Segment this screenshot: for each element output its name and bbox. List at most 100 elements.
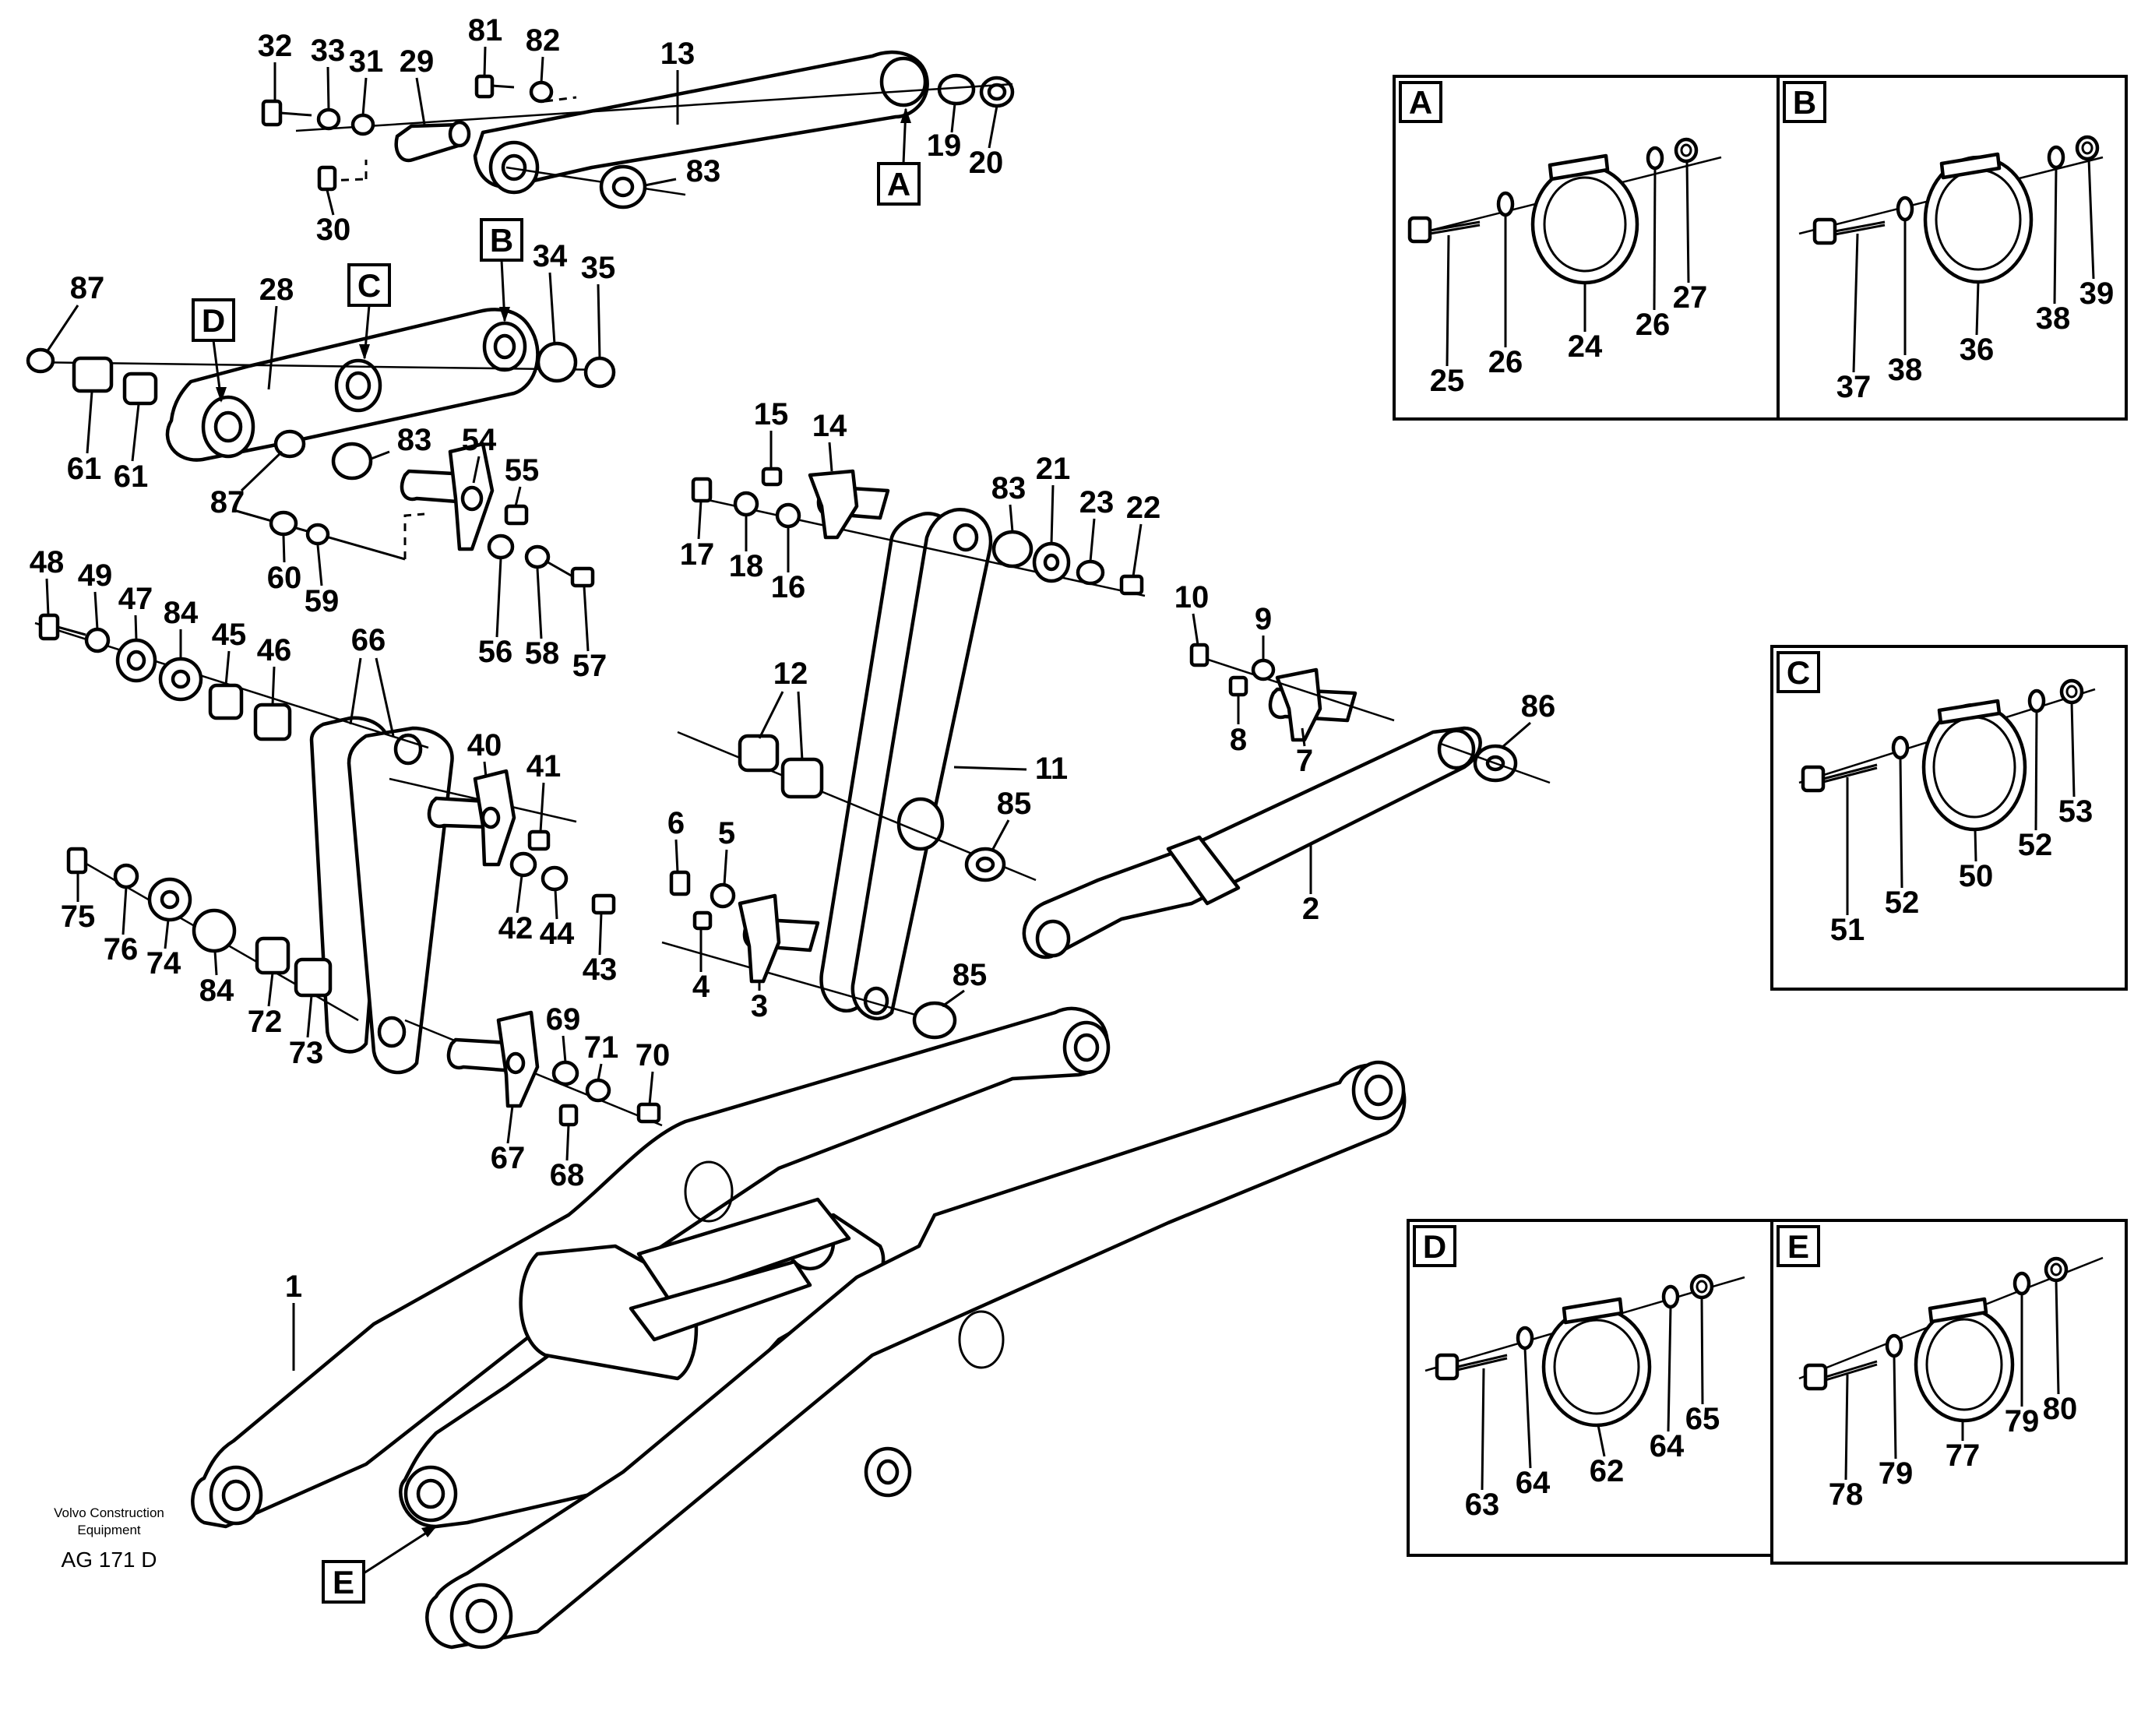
callout-6: 6: [667, 806, 685, 873]
svg-text:38: 38: [2036, 301, 2071, 336]
svg-text:52: 52: [2018, 828, 2053, 862]
svg-text:82: 82: [526, 23, 561, 58]
callout-34: 34: [533, 239, 568, 345]
svg-text:81: 81: [468, 13, 503, 48]
callout-44: 44: [540, 889, 575, 951]
svg-text:73: 73: [289, 1036, 324, 1070]
svg-text:83: 83: [397, 423, 432, 457]
svg-text:79: 79: [1879, 1456, 1914, 1491]
svg-text:78: 78: [1829, 1477, 1864, 1512]
svg-text:64: 64: [1650, 1429, 1685, 1463]
callout-71: 71: [584, 1030, 618, 1081]
svg-text:48: 48: [30, 545, 65, 579]
callout-5: 5: [718, 816, 735, 886]
callout-2: 2: [1302, 843, 1319, 926]
callout-56: 56: [478, 558, 513, 669]
callout-32: 32: [258, 29, 293, 100]
svg-text:5: 5: [718, 816, 735, 850]
svg-text:64: 64: [1516, 1466, 1551, 1500]
svg-text:68: 68: [550, 1158, 585, 1192]
svg-text:13: 13: [660, 37, 695, 71]
callout-85b: 85: [942, 958, 988, 1008]
callout-72: 72: [248, 972, 282, 1039]
svg-text:17: 17: [680, 537, 715, 572]
svg-text:6: 6: [667, 806, 685, 840]
callout-42: 42: [498, 875, 533, 945]
svg-text:36: 36: [1960, 333, 1995, 367]
svg-text:54: 54: [462, 423, 497, 457]
callout-1: 1: [285, 1269, 302, 1371]
callout-45: 45: [212, 618, 246, 686]
callout-31: 31: [349, 44, 383, 116]
svg-text:63: 63: [1465, 1488, 1500, 1522]
callout-69: 69: [546, 1002, 581, 1063]
svg-text:11: 11: [1035, 752, 1068, 786]
callout-15: 15: [754, 397, 788, 469]
svg-text:1: 1: [285, 1269, 302, 1304]
svg-text:20: 20: [969, 146, 1004, 180]
svg-text:2: 2: [1302, 892, 1319, 926]
detail-panel-c: C 51 52 50 52 53: [1770, 645, 2128, 991]
detail-panel-e: E 78 79 77 79 80: [1770, 1219, 2128, 1565]
detail-tag-b: B: [480, 218, 523, 322]
callout-41: 41: [526, 749, 562, 833]
callout-81: 81: [468, 13, 503, 77]
svg-text:83: 83: [991, 471, 1027, 505]
callout-23: 23: [1079, 485, 1115, 562]
callout-86: 86: [1501, 689, 1556, 749]
svg-text:69: 69: [546, 1002, 581, 1037]
callout-46: 46: [257, 633, 291, 706]
svg-text:76: 76: [104, 932, 139, 967]
svg-text:28: 28: [259, 273, 294, 307]
tilt-rod: [261, 50, 1015, 210]
svg-text:70: 70: [636, 1038, 671, 1072]
callout-84: 84: [164, 596, 199, 659]
svg-text:56: 56: [478, 635, 513, 669]
svg-text:22: 22: [1126, 491, 1161, 525]
svg-text:C: C: [1787, 654, 1810, 691]
svg-text:23: 23: [1079, 485, 1115, 519]
callout-68: 68: [550, 1124, 585, 1192]
callout-14: 14: [812, 409, 847, 472]
svg-text:32: 32: [258, 29, 293, 63]
svg-text:85: 85: [953, 958, 988, 992]
callout-21: 21: [1036, 452, 1070, 544]
svg-text:83: 83: [686, 154, 721, 188]
svg-text:67: 67: [491, 1141, 526, 1175]
callout-40: 40: [467, 728, 502, 778]
svg-text:44: 44: [540, 917, 575, 951]
svg-text:41: 41: [526, 749, 562, 783]
svg-text:57: 57: [572, 649, 607, 683]
callout-30: 30: [316, 189, 350, 247]
svg-text:25: 25: [1430, 364, 1465, 398]
svg-text:29: 29: [400, 44, 435, 79]
callout-12: 12: [758, 657, 808, 761]
callout-20: 20: [969, 105, 1004, 180]
callout-83c: 83: [991, 471, 1027, 533]
svg-text:80: 80: [2043, 1392, 2078, 1426]
callout-10: 10: [1174, 580, 1209, 646]
svg-text:87: 87: [210, 485, 245, 519]
svg-text:27: 27: [1673, 280, 1708, 315]
callout-82: 82: [526, 23, 561, 83]
svg-text:26: 26: [1488, 345, 1523, 379]
callout-33: 33: [311, 33, 345, 111]
callout-18: 18: [729, 515, 763, 583]
svg-text:86: 86: [1521, 689, 1556, 724]
detail-panel-d: D 63 64 62 64 65: [1407, 1219, 1784, 1557]
callout-57: 57: [572, 586, 607, 683]
svg-text:37: 37: [1836, 370, 1872, 404]
svg-text:12: 12: [773, 657, 808, 691]
svg-text:D: D: [1423, 1228, 1446, 1265]
svg-text:84: 84: [164, 596, 199, 630]
svg-text:A: A: [1409, 84, 1432, 121]
svg-text:59: 59: [305, 584, 340, 618]
svg-text:D: D: [202, 302, 225, 339]
svg-text:C: C: [357, 267, 381, 304]
svg-text:B: B: [490, 222, 513, 259]
document-id: AG 171 D: [62, 1548, 157, 1572]
svg-text:75: 75: [61, 900, 96, 934]
callout-61b: 61: [114, 403, 148, 494]
svg-text:14: 14: [812, 409, 847, 443]
svg-text:24: 24: [1568, 329, 1603, 364]
